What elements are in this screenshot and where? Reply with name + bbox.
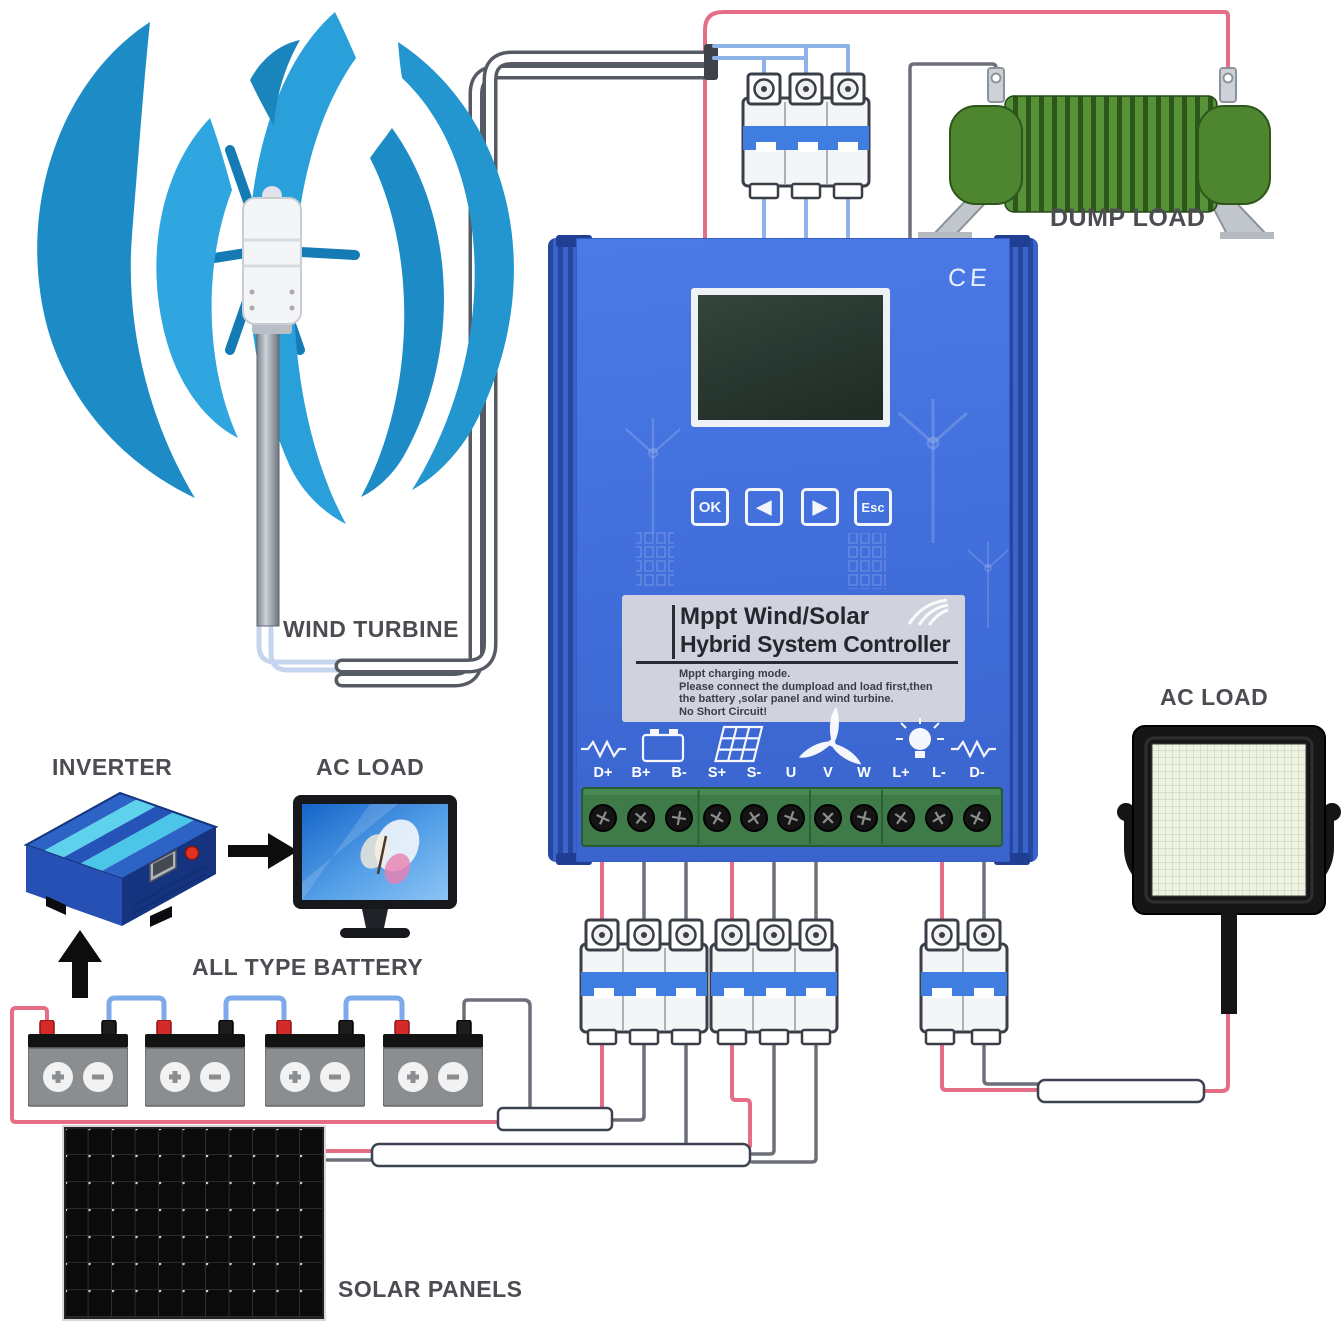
wind-turbine-label: WIND TURBINE [283,616,459,642]
ac-load-right-label: AC LOAD [1160,684,1269,710]
terminal-label: L- [932,765,946,781]
all-type-battery-label: ALL TYPE BATTERY [192,954,424,980]
battery-bank [28,1020,483,1106]
turbine-lead-wires [256,621,347,673]
controller-title-line1: Mppt Wind/Solar [680,603,870,630]
solar-panel-image [62,1125,326,1321]
controller-notes: Mppt charging mode. Please connect the d… [679,668,961,718]
lamp-icon [896,718,944,758]
wing-logo-icon [907,598,949,626]
note-line: the battery ,solar panel and wind turbin… [679,693,894,705]
dump-load-label: DUMP LOAD [1050,204,1206,232]
dump-load-resistor [918,67,1274,239]
resistor-icon [581,739,626,759]
battery-jumper-wires [106,995,405,1025]
wind-turbine-watermark-icon [625,417,681,534]
product-label: Mppt Wind/Solar Hybrid System Controller… [622,595,965,722]
ac-load-left-label: AC LOAD [316,754,425,780]
heatsink-left [548,238,578,862]
lcd-screen [691,288,890,427]
inverter-image [23,791,219,927]
heatsink-right [1008,238,1038,862]
note-line: No Short Circuit! [679,705,767,718]
terminal-label: S+ [707,765,727,781]
wind-turbine-watermark-icon [898,399,968,543]
esc-button: Esc [854,488,892,526]
red-wires [10,10,1230,1153]
battery-icon [641,729,685,763]
inverter-label: INVERTER [52,754,173,780]
terminal-block [581,787,1003,847]
battery [383,1020,483,1106]
resistor-icon [951,739,996,759]
fuse-holder [1036,1078,1206,1104]
flow-arrow-up-icon [58,930,102,998]
battery [28,1020,128,1106]
terminal-area [581,707,1003,847]
terminal-label: B- [671,765,687,781]
building-watermark [636,530,674,586]
solar-circuit-breaker [711,920,837,1044]
terminal-label: V [823,765,833,781]
monitor-image [293,795,457,938]
prev-button: ◀ [745,488,783,526]
label-rule [636,661,958,664]
terminal-label: S- [746,765,762,781]
ok-button: OK [691,488,729,526]
hybrid-controller: CE OK ◀ ▶ Esc Mppt Wind/Solar Hybrid Sys… [548,235,1038,865]
terminal-label: B+ [631,765,651,781]
wind-turbine-image [37,12,514,627]
terminal-label: D- [969,765,985,781]
terminal-screws [589,804,991,832]
note-line: Mppt charging mode. [679,668,791,680]
controller-watermark [625,399,1009,629]
terminal-label: D+ [593,765,613,781]
terminal-label: L+ [892,765,910,781]
building-watermark [848,533,886,589]
battery-circuit-breaker [581,920,707,1044]
fuse-holder [496,1106,614,1132]
terminal-label: U [785,765,797,781]
load-circuit-breaker [921,920,1007,1044]
wind-turbine-watermark-icon [967,541,1009,629]
led-panel-image [1117,725,1341,1014]
wind-turbine-icon [798,707,862,765]
wind-circuit-breaker [743,74,869,198]
controller-title-line2: Hybrid System Controller [680,631,951,657]
solar-panel-icon [714,725,764,763]
battery [145,1020,245,1106]
battery [265,1020,365,1106]
label-divider [672,605,675,659]
terminal-label: W [857,765,871,781]
note-line: Please connect the dumpload and load fir… [679,680,933,693]
solar-panels-label: SOLAR PANELS [338,1276,523,1302]
next-button: ▶ [801,488,839,526]
flow-arrow-right-icon [228,833,298,869]
fuse-holder [370,1142,752,1168]
fuse-holders [370,1078,1206,1168]
